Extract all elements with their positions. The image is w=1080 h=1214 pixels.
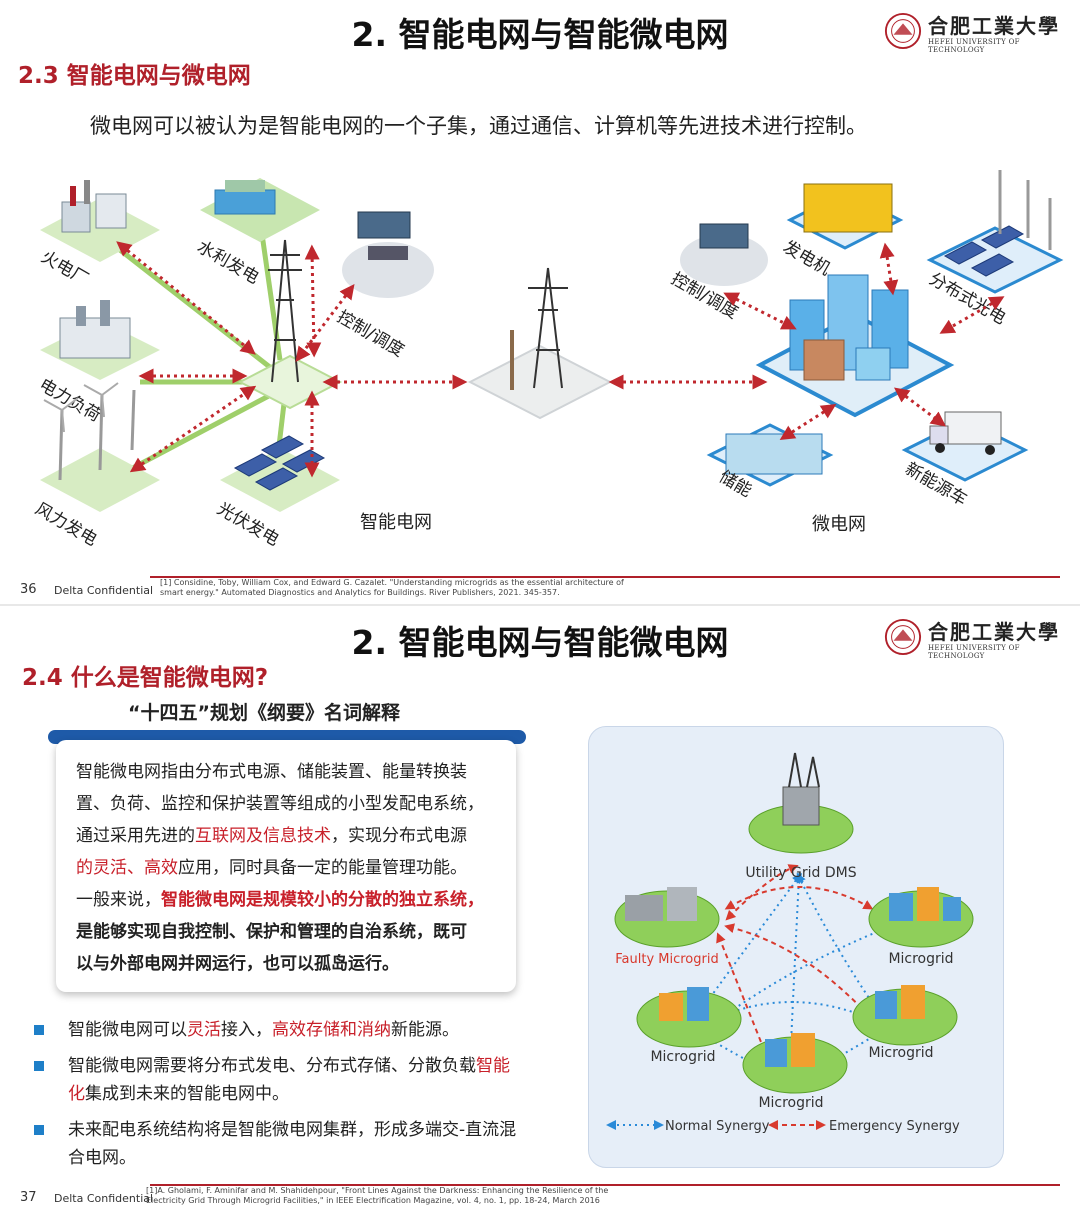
footer-rule	[150, 576, 1060, 578]
microgrid-city-icon	[755, 274, 955, 418]
microgrid-node-right-top	[868, 887, 974, 948]
confidential-label: Delta Confidential	[54, 1192, 154, 1205]
label-faulty-microgrid: Faulty Microgrid	[615, 952, 718, 967]
page-number: 37	[20, 1190, 37, 1205]
definition-line-5: 一般来说，智能微电网是规模较小的分散的独立系统，	[76, 890, 484, 910]
generator-icon	[786, 183, 904, 250]
label-wind: 风力发电	[32, 499, 101, 550]
university-seal-icon	[884, 618, 922, 656]
slide-title: 2. 智能电网与智能微电网	[351, 15, 729, 54]
control-room-left-icon	[342, 211, 434, 298]
bullet-list: 智能微电网可以灵活接入，高效存储和消纳新能源。 智能微电网需要将分布式发电、分布…	[34, 1016, 524, 1180]
logo-name: 合肥工業大學	[928, 620, 1060, 644]
microgrid-node-left-bottom	[636, 987, 742, 1048]
slide-37: 2. 智能电网与智能微电网 合肥工業大學 HEFEI UNIVERSITY OF…	[0, 606, 1080, 1214]
bullet-square-icon	[34, 1025, 44, 1035]
ev-icon	[901, 411, 1029, 482]
footer-rule	[150, 1184, 1060, 1186]
center-substation-icon	[467, 267, 613, 420]
label-smart-grid: 智能电网	[360, 512, 432, 533]
logo-english: HEFEI UNIVERSITY OF TECHNOLOGY	[928, 38, 1020, 54]
definition-box: 智能微电网指由分布式电源、储能装置、能量转换装 置、负荷、监控和保护装置等组成的…	[56, 740, 516, 992]
logo-english: HEFEI UNIVERSITY OF TECHNOLOGY	[928, 644, 1020, 660]
university-seal-icon	[884, 12, 922, 50]
reference-note: [1]A. Gholami, F. Aminifar and M. Shahid…	[146, 1186, 609, 1205]
bullet-item: 未来配电系统结构将是智能微电网集群，形成多端交-直流混合电网。	[34, 1116, 524, 1172]
faulty-microgrid-node	[614, 887, 720, 948]
bullet-item: 智能微电网需要将分布式发电、分布式存储、分散负载智能化集成到未来的智能电网中。	[34, 1052, 524, 1108]
legend-normal-synergy: Normal Synergy	[665, 1119, 770, 1134]
slide-title: 2. 智能电网与智能微电网	[351, 623, 729, 662]
label-control-left: 控制/调度	[334, 307, 408, 361]
hydro-plant-icon	[200, 178, 320, 242]
page-number: 36	[20, 582, 37, 597]
control-room-right-icon	[680, 223, 768, 286]
definition-line-3: 通过采用先进的互联网及信息技术，实现分布式电源	[76, 826, 467, 846]
definition-line-4: 的灵活、高效应用，同时具备一定的能量管理功能。	[76, 858, 467, 878]
thermal-plant-icon	[40, 180, 160, 262]
label-thermal: 火电厂	[38, 247, 92, 290]
smart-grid-diagram: 火电厂 水利发电 控制/调度 电力负荷	[32, 170, 1064, 550]
slide-36: 2. 智能电网与智能微电网 合肥工業大學 HEFEI UNIVERSITY OF…	[0, 0, 1080, 606]
pv-farm-icon	[220, 435, 340, 512]
figure-legend: Normal Synergy Emergency Synergy	[606, 1119, 960, 1134]
bullet-square-icon	[34, 1125, 44, 1135]
university-logo: 合肥工業大學 HEFEI UNIVERSITY OF TECHNOLOGY	[884, 614, 1066, 660]
label-microgrid-bottom: Microgrid	[758, 1095, 823, 1111]
microgrid-cluster-figure: Utility Grid DMS Faulty Microgrid Microg…	[588, 726, 1004, 1168]
section-title: 2.4 什么是智能微电网?	[22, 665, 269, 691]
power-load-icon	[40, 300, 160, 380]
label-microgrid-right-bottom: Microgrid	[868, 1045, 933, 1061]
label-generator: 发电机	[780, 237, 834, 280]
microgrid-node-right-bottom	[852, 985, 958, 1046]
utility-grid-node	[748, 752, 854, 854]
legend-emergency-synergy: Emergency Synergy	[829, 1119, 960, 1134]
slide-footer: 37 Delta Confidential [1]A. Gholami, F. …	[0, 1184, 1080, 1214]
definition-line-2: 置、负荷、监控和保护装置等组成的小型发配电系统，	[76, 794, 484, 814]
slide-divider	[0, 604, 1080, 607]
control-flows	[116, 241, 1005, 478]
microgrid-cluster-diagram: Utility Grid DMS Faulty Microgrid Microg…	[606, 752, 974, 1134]
bullet-item: 智能微电网可以灵活接入，高效存储和消纳新能源。	[34, 1016, 524, 1044]
label-utility-grid: Utility Grid DMS	[745, 865, 856, 881]
distributed-pv-icon	[926, 170, 1064, 294]
label-hydro: 水利发电	[194, 237, 263, 288]
label-microgrid-right-top: Microgrid	[888, 951, 953, 967]
label-microgrid: 微电网	[812, 514, 866, 535]
reference-note: [1] Considine, Toby, William Cox, and Ed…	[160, 578, 624, 597]
section-title: 2.3 智能电网与微电网	[18, 63, 251, 89]
definition-line-1: 智能微电网指由分布式电源、储能装置、能量转换装	[76, 762, 467, 782]
university-logo: 合肥工業大學 HEFEI UNIVERSITY OF TECHNOLOGY	[884, 8, 1066, 54]
definition-line-7: 以与外部电网并网运行，也可以孤岛运行。	[76, 954, 399, 974]
definition-line-6: 是能够实现自我控制、保护和管理的自治系统，既可	[76, 922, 467, 942]
label-microgrid-left-bottom: Microgrid	[650, 1049, 715, 1065]
slide-footer: 36 Delta Confidential [1] Considine, Tob…	[0, 576, 1080, 606]
subheading: “十四五”规划《纲要》名词解释	[128, 702, 400, 724]
bullet-square-icon	[34, 1061, 44, 1071]
microgrid-node-bottom	[742, 1033, 848, 1094]
intro-text: 微电网可以被认为是智能电网的一个子集，通过通信、计算机等先进技术进行控制。	[90, 114, 867, 138]
confidential-label: Delta Confidential	[54, 584, 154, 597]
logo-name: 合肥工業大學	[928, 14, 1060, 38]
